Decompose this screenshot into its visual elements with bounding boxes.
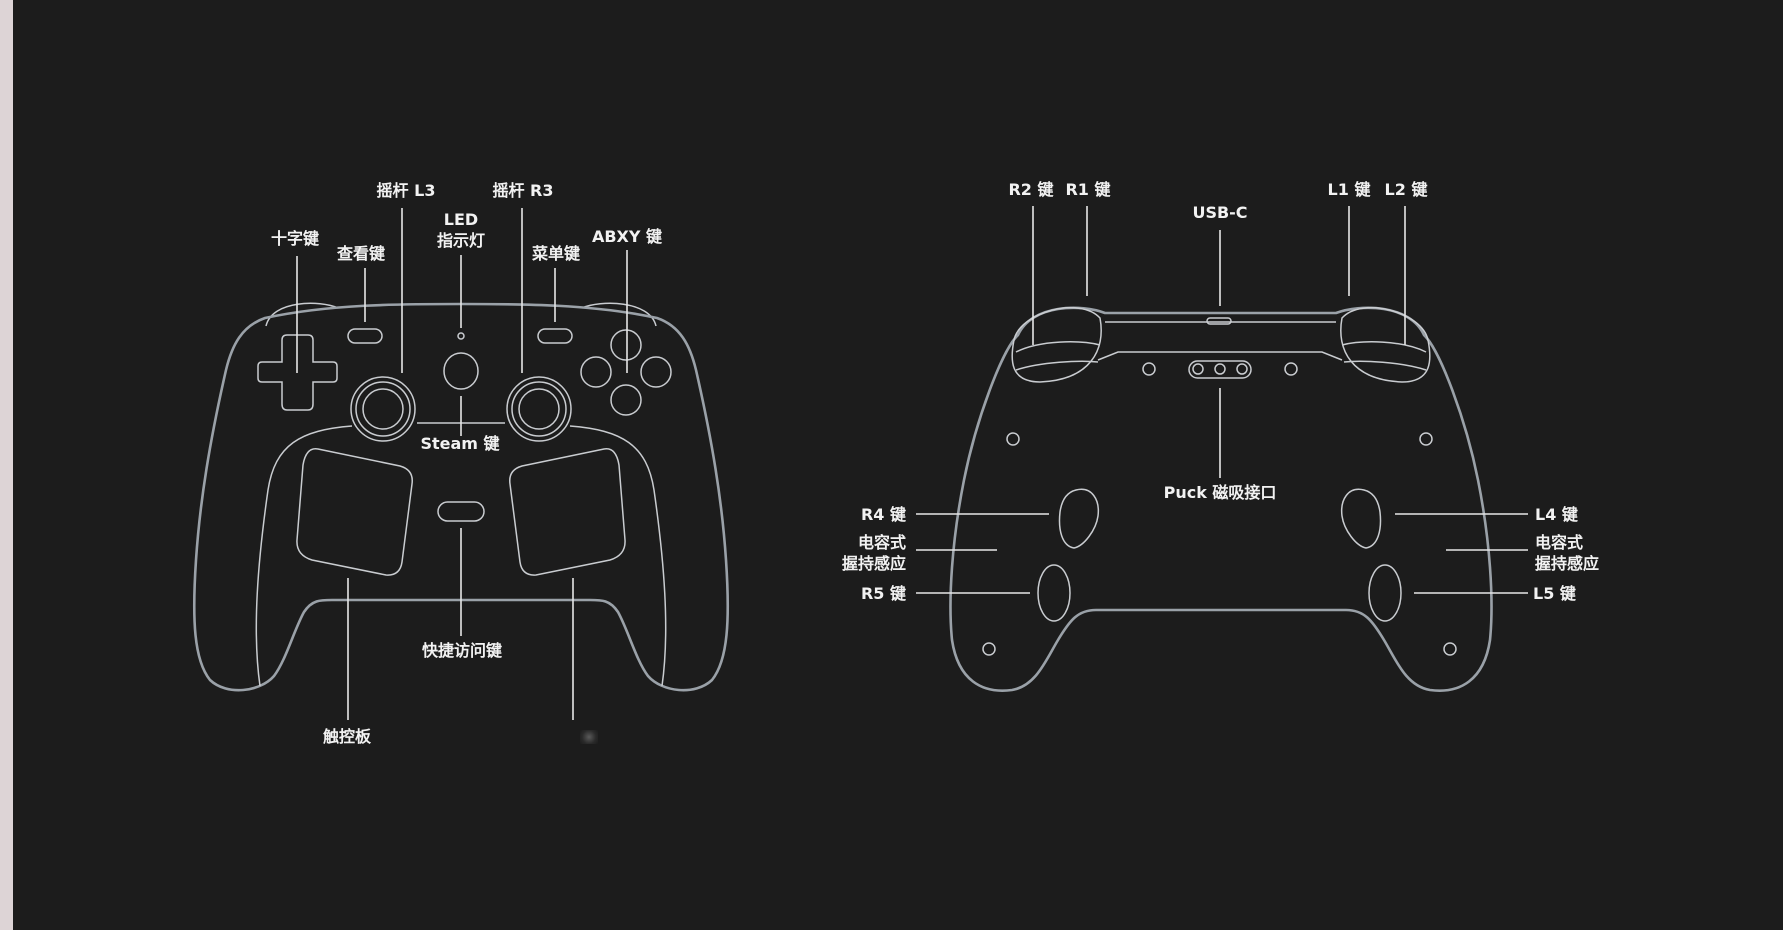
l4-button[interactable] <box>1340 488 1382 549</box>
r5-label: R5 键 <box>860 584 906 603</box>
button-a[interactable] <box>610 384 642 416</box>
stick-l3-label: 摇杆 L3 <box>376 181 436 200</box>
right-trigger-r2-r1[interactable] <box>1011 307 1102 383</box>
right-shoulder-outline <box>581 302 657 327</box>
back-upper-plate <box>1097 351 1343 361</box>
right-grip-inner-line <box>569 425 667 687</box>
grip-sense-right-label: 电容式 握持感应 <box>1535 533 1600 573</box>
l1-label: L1 键 <box>1327 180 1371 199</box>
led-indicator <box>457 332 465 340</box>
left-trigger-l1-l2[interactable] <box>1340 307 1431 383</box>
front-body-outline <box>192 302 730 692</box>
screw <box>1142 362 1156 376</box>
l4-label: L4 键 <box>1535 505 1578 524</box>
obscured-trackpad-label <box>580 730 598 744</box>
screw <box>982 642 996 656</box>
l5-button[interactable] <box>1368 564 1402 622</box>
back-body-outline <box>949 306 1493 692</box>
view-button-label: 查看键 <box>336 244 386 263</box>
quick-access-label: 快捷访问键 <box>421 641 503 660</box>
r2-label: R2 键 <box>1008 180 1054 199</box>
steam-button-label: Steam 键 <box>420 434 500 453</box>
left-grip-inner-line <box>255 425 353 687</box>
right-stick[interactable] <box>506 376 572 442</box>
left-trackpad[interactable] <box>296 448 413 576</box>
menu-button[interactable] <box>537 328 573 344</box>
r5-button[interactable] <box>1037 564 1071 622</box>
screw <box>1284 362 1298 376</box>
left-edge-strip <box>0 0 13 930</box>
steam-button[interactable] <box>443 352 479 390</box>
trackpad-label: 触控板 <box>322 727 372 746</box>
dpad[interactable] <box>257 334 338 411</box>
button-x[interactable] <box>580 356 612 388</box>
screw <box>1006 432 1020 446</box>
l2-label: L2 键 <box>1384 180 1428 199</box>
menu-button-label: 菜单键 <box>531 244 581 263</box>
quick-access-button[interactable] <box>437 501 485 522</box>
screw <box>1419 432 1433 446</box>
view-button[interactable] <box>347 328 383 344</box>
screw <box>1443 642 1457 656</box>
front-controller <box>192 208 730 720</box>
button-y[interactable] <box>610 329 642 361</box>
led-indicator-label: LED 指示灯 <box>436 210 486 250</box>
puck-connector-label: Puck 磁吸接口 <box>1163 483 1277 502</box>
l5-label: L5 键 <box>1533 584 1576 603</box>
grip-sense-left-label: 电容式 握持感应 <box>841 533 906 573</box>
usb-c-port <box>1206 317 1232 325</box>
r4-label: R4 键 <box>860 505 906 524</box>
abxy-label: ABXY 键 <box>591 227 663 246</box>
back-controller <box>916 206 1528 692</box>
button-b[interactable] <box>640 356 672 388</box>
left-stick[interactable] <box>350 376 416 442</box>
usb-c-label: USB-C <box>1192 203 1248 222</box>
r4-button[interactable] <box>1058 488 1100 549</box>
stick-r3-label: 摇杆 R3 <box>492 181 554 200</box>
dpad-label: 十字键 <box>270 229 320 248</box>
puck-magnetic-connector <box>1188 360 1252 379</box>
r1-label: R1 键 <box>1065 180 1111 199</box>
right-trackpad[interactable] <box>509 448 626 576</box>
